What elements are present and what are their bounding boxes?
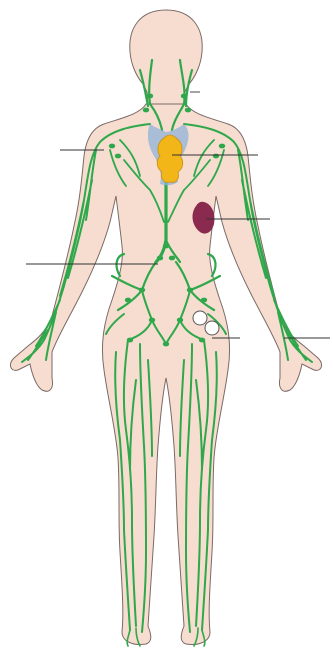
lymph-node [201, 298, 207, 303]
lymph-node [115, 154, 121, 159]
lymph-node [177, 318, 183, 323]
lymph-node [157, 256, 163, 261]
head [130, 10, 202, 112]
thymus [157, 135, 183, 182]
lymph-node [169, 256, 175, 261]
lymph-node [181, 94, 187, 99]
lymph-node [185, 108, 191, 113]
body-outline [11, 10, 322, 645]
lymph-node-inguinal-right [205, 321, 219, 335]
lymph-node [109, 144, 115, 149]
lymph-node-inguinal-left [193, 311, 207, 325]
lymph-node [163, 244, 169, 249]
lymph-node [125, 298, 131, 303]
lymph-node [219, 144, 225, 149]
lymph-node [149, 318, 155, 323]
lymph-node [139, 288, 145, 293]
lymph-node [187, 288, 193, 293]
lymph-node [199, 338, 205, 343]
lymph-node [127, 338, 133, 343]
lymph-node [213, 154, 219, 159]
lymph-node [163, 342, 169, 347]
lymph-node [143, 108, 149, 113]
lymph-node [147, 94, 153, 99]
